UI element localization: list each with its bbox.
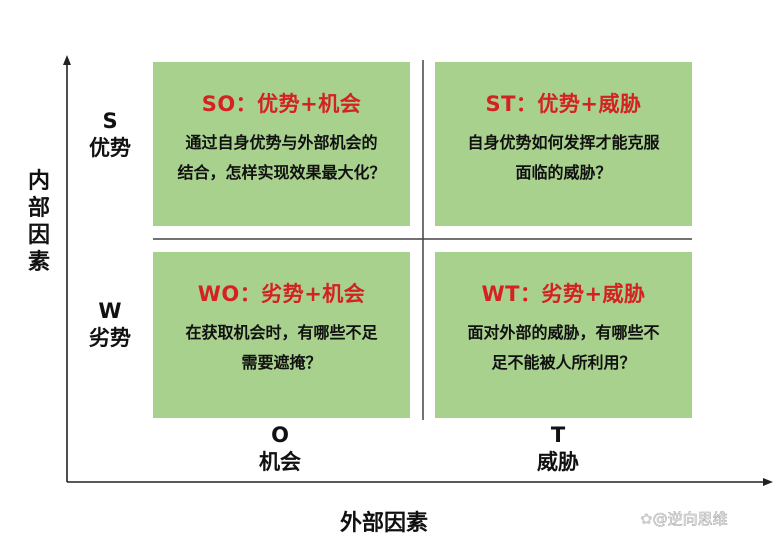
x-axis-arrow — [763, 478, 773, 486]
column-label-opportunities: O 机会 — [250, 422, 310, 476]
baidu-paw-icon: ✿ — [640, 510, 653, 528]
quadrant-description: 在获取机会时，有哪些不足需要遮掩？ — [185, 323, 378, 372]
quadrant-st: ST：优势+威胁 自身优势如何发挥才能克服面临的威胁？ — [435, 62, 692, 226]
column-letter: O — [271, 423, 289, 447]
column-name: 威胁 — [537, 450, 579, 474]
row-label-strengths: S 优势 — [80, 108, 140, 162]
quadrant-wt: WT：劣势+威胁 面对外部的威胁，有哪些不足不能被人所利用？ — [435, 252, 692, 418]
row-name: 劣势 — [89, 326, 131, 350]
quadrant-wo: WO：劣势+机会 在获取机会时，有哪些不足需要遮掩？ — [153, 252, 410, 418]
y-axis-arrow — [63, 55, 71, 65]
quadrant-description: 面对外部的威胁，有哪些不足不能被人所利用？ — [467, 323, 660, 372]
quadrant-title: WT：劣势+威胁 — [481, 282, 646, 306]
quadrant-description: 通过自身优势与外部机会的结合，怎样实现效果最大化？ — [177, 133, 386, 182]
column-name: 机会 — [259, 450, 301, 474]
watermark: ✿@逆向思维 — [640, 510, 728, 529]
column-label-threats: T 威胁 — [528, 422, 588, 476]
vertical-axis-label: 内部因素 — [27, 169, 50, 275]
quadrant-title: ST：优势+威胁 — [485, 92, 642, 116]
row-label-weaknesses: W 劣势 — [80, 298, 140, 352]
row-letter: W — [98, 299, 122, 323]
row-name: 优势 — [89, 136, 131, 160]
quadrant-title: SO：优势+机会 — [201, 92, 362, 116]
column-letter: T — [550, 423, 566, 447]
horizontal-axis-label: 外部因素 — [340, 511, 429, 536]
row-letter: S — [102, 109, 118, 133]
quadrant-so: SO：优势+机会 通过自身优势与外部机会的结合，怎样实现效果最大化？ — [153, 62, 410, 226]
quadrant-title: WO：劣势+机会 — [197, 282, 366, 306]
quadrant-description: 自身优势如何发挥才能克服面临的威胁？ — [467, 133, 660, 182]
